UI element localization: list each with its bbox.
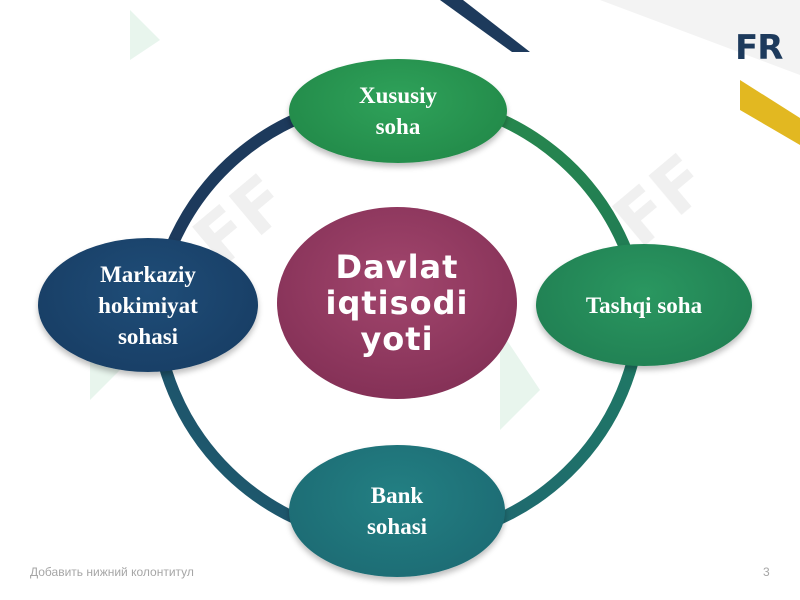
footer-text: Добавить нижний колонтитул bbox=[30, 565, 194, 579]
node-bank-sohasi: Bank sohasi bbox=[289, 445, 505, 577]
node-right-line-1: Tashqi soha bbox=[585, 292, 703, 318]
node-markaziy-hokimiyat-sohasi: Markaziy hokimiyat sohasi bbox=[38, 238, 258, 372]
node-top-line-2: soha bbox=[375, 114, 421, 139]
center-line-2: iqtisodi bbox=[325, 284, 469, 322]
node-left-line-1: Markaziy bbox=[100, 261, 196, 287]
center-ellipse-shape bbox=[277, 207, 517, 399]
node-xususiy-soha: Xususiy soha bbox=[289, 59, 507, 163]
corner-decoration bbox=[440, 0, 800, 145]
node-top-line-1: Xususiy bbox=[359, 83, 437, 108]
center-line-1: Davlat bbox=[335, 248, 459, 286]
node-left-line-2: hokimiyat bbox=[98, 292, 198, 318]
node-tashqi-soha: Tashqi soha bbox=[536, 244, 752, 366]
fr-logo: FR bbox=[735, 28, 783, 68]
center-line-3: yoti bbox=[360, 320, 434, 358]
node-bottom-line-1: Bank bbox=[370, 483, 424, 508]
node-bottom-line-2: sohasi bbox=[366, 514, 428, 539]
center-node-davlat-iqtisodiyoti: Davlat iqtisodi yoti bbox=[277, 207, 517, 399]
node-left-line-3: sohasi bbox=[117, 323, 179, 349]
slide-number: 3 bbox=[763, 565, 770, 579]
